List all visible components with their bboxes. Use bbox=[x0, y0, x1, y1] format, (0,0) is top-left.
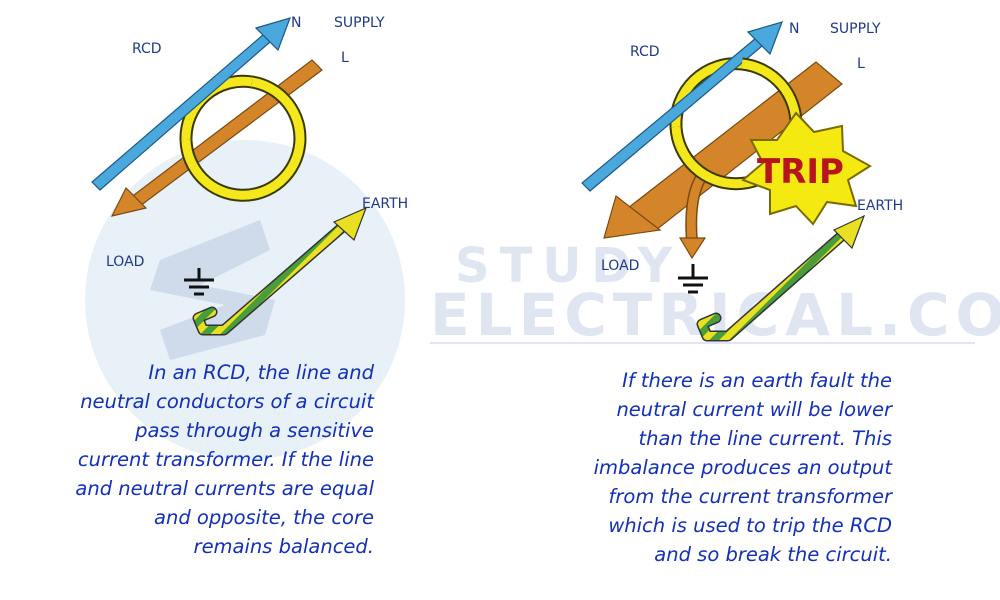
left-caption-line: remains balanced. bbox=[193, 535, 374, 558]
right-caption: If there is an earth fault the neutral c… bbox=[594, 366, 892, 569]
left-label-earth: EARTH bbox=[362, 196, 408, 212]
left-caption: In an RCD, the line and neutral conducto… bbox=[75, 358, 374, 561]
left-neutral-arrowhead bbox=[254, 17, 291, 52]
left-label-supply: SUPPLY bbox=[334, 15, 385, 31]
left-earth-conductor bbox=[194, 220, 350, 334]
right-caption-line: neutral current will be lower bbox=[616, 398, 892, 421]
left-caption-line: neutral conductors of a circuit bbox=[80, 390, 374, 413]
right-label-earth: EARTH bbox=[857, 198, 903, 214]
right-fault-arrowhead bbox=[678, 237, 707, 260]
left-earth-symbol-icon bbox=[184, 268, 214, 296]
right-neutral-arrowhead bbox=[746, 21, 783, 56]
right-label-load: LOAD bbox=[601, 258, 639, 274]
right-earth-arrowhead bbox=[832, 214, 866, 250]
right-caption-line: imbalance produces an output bbox=[593, 456, 892, 479]
left-caption-line: current transformer. If the line bbox=[77, 448, 374, 471]
left-label-rcd: RCD bbox=[132, 41, 162, 57]
right-label-supply: SUPPLY bbox=[830, 21, 881, 37]
right-caption-line: and so break the circuit. bbox=[654, 543, 892, 566]
right-caption-line: If there is an earth fault the bbox=[622, 369, 892, 392]
watermark-logo-icon bbox=[150, 220, 275, 360]
left-caption-line: and opposite, the core bbox=[154, 506, 374, 529]
left-caption-line: In an RCD, the line and bbox=[148, 361, 374, 384]
trip-label: TRIP bbox=[757, 152, 844, 192]
right-earth-symbol-icon bbox=[678, 264, 708, 294]
right-label-n: N bbox=[789, 21, 799, 37]
left-label-l: L bbox=[341, 50, 349, 66]
left-ring-front-fill bbox=[181, 77, 305, 200]
watermark-line1: STUDY bbox=[455, 238, 682, 294]
left-line-arrowhead bbox=[110, 186, 148, 217]
right-ring-back-fill bbox=[671, 59, 743, 128]
left-label-n: N bbox=[291, 15, 301, 31]
trip-starburst-icon bbox=[741, 111, 872, 226]
right-line-arrowhead bbox=[603, 194, 662, 239]
watermark: STUDY ELECTRICAL.COM bbox=[85, 140, 1000, 460]
right-label-l: L bbox=[857, 56, 865, 72]
right-caption-line: from the current transformer bbox=[608, 485, 892, 508]
left-label-load: LOAD bbox=[106, 254, 144, 270]
right-panel: TRIP RCD N SUPPLY L EARTH LOAD bbox=[581, 21, 903, 342]
left-earth-arrowhead bbox=[332, 206, 368, 242]
left-panel: RCD N SUPPLY L EARTH LOAD bbox=[91, 15, 408, 336]
left-caption-line: and neutral currents are equal bbox=[75, 477, 374, 500]
right-caption-line: than the line current. This bbox=[638, 427, 892, 450]
left-caption-line: pass through a sensitive bbox=[135, 419, 374, 442]
right-earth-conductor bbox=[698, 228, 850, 340]
right-caption-line: which is used to trip the RCD bbox=[608, 514, 892, 537]
right-label-rcd: RCD bbox=[630, 44, 660, 60]
